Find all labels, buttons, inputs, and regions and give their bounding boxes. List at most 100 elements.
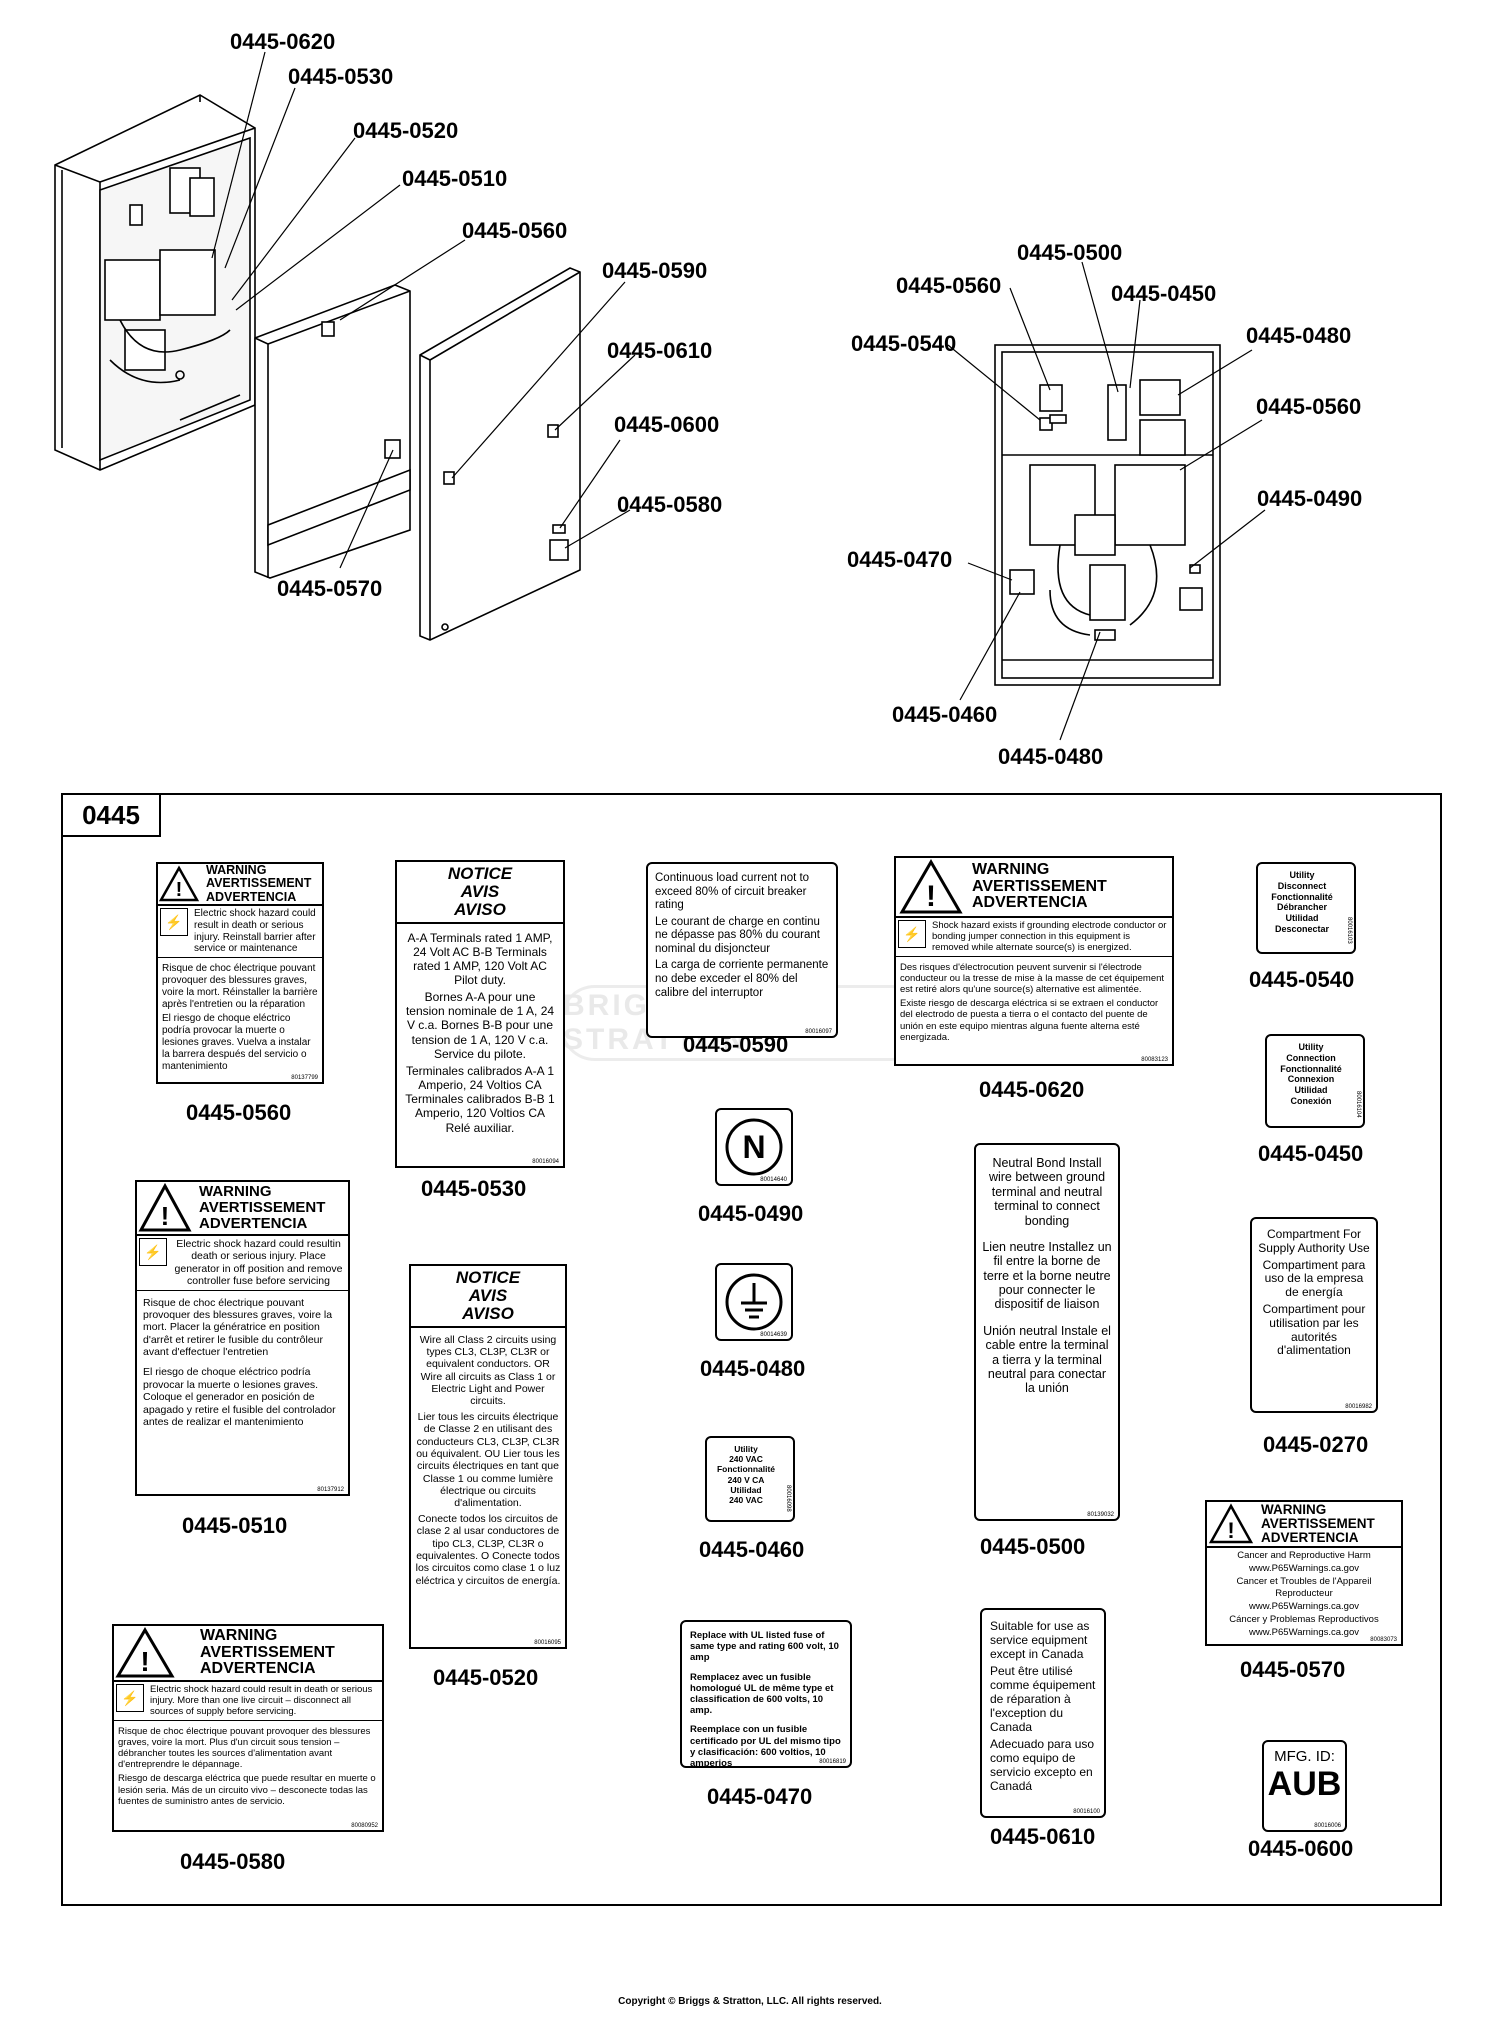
decal-line: Débrancher <box>1276 902 1328 913</box>
warning-text-fr: Risque de choc électrique pouvant provoq… <box>118 1725 371 1771</box>
notice-heading-es: AVISO <box>462 1303 514 1323</box>
svg-text:!: ! <box>176 879 183 901</box>
warning-text-en: Electric shock hazard could resultin dea… <box>174 1238 343 1288</box>
decal-line: Fonctionnalité <box>1280 1063 1342 1074</box>
decal-code: 80016095 <box>534 1640 561 1646</box>
callout-label: 0445-0520 <box>353 118 459 143</box>
decal-line: www.P65Warnings.ca.gov <box>1248 1562 1359 1574</box>
part-number-label: 0445-0600 <box>1248 1836 1354 1861</box>
decal-0600: MFG. ID: AUB 80016006 <box>1262 1740 1347 1832</box>
warning-heading-es: ADVERTENCIA <box>1261 1530 1359 1546</box>
decal-line: Connection <box>1286 1052 1336 1063</box>
callout-label: 0445-0470 <box>847 547 953 572</box>
part-number-label: 0445-0610 <box>990 1824 1096 1849</box>
enclosure-left-illustration <box>54 94 256 471</box>
decal-code: 80016103 <box>1346 917 1352 944</box>
decal-0470: Replace with UL listed fuse of same type… <box>680 1620 852 1768</box>
warning-text-fr: Des risques d'électrocution peuvent surv… <box>900 961 1165 996</box>
warning-triangle-icon: ! <box>1208 1503 1254 1544</box>
callout-label: 0445-0610 <box>607 338 713 363</box>
decal-code: 80080952 <box>351 1823 378 1829</box>
callout-label: 0445-0460 <box>892 702 998 727</box>
warning-triangle-icon: ! <box>115 1627 175 1678</box>
callout-label: 0445-0590 <box>602 258 708 283</box>
exploded-view-diagram <box>54 51 1266 741</box>
svg-text:!: ! <box>926 880 936 913</box>
warning-heading-en: WARNING <box>200 1626 278 1644</box>
decal-text-en: Replace with UL listed fuse of same type… <box>690 1630 839 1664</box>
notice-heading-en: NOTICE <box>455 1268 521 1287</box>
decal-0270: Compartment For Supply Authority Use Com… <box>1250 1217 1378 1413</box>
warning-text-fr: Risque de choc électrique pouvant provoq… <box>162 963 318 1010</box>
neutral-symbol: N <box>742 1128 766 1165</box>
decal-line: Utilidad <box>1294 1085 1328 1096</box>
warning-heading-es: ADVERTENCIA <box>200 1660 316 1678</box>
decal-code: 80016104 <box>1355 1091 1361 1118</box>
decal-0450: Utility Connection Fonctionnalité Connex… <box>1265 1034 1365 1128</box>
decal-line: Cancer et Troubles de l'Appareil Reprodu… <box>1236 1575 1372 1600</box>
decal-line: Disconnect <box>1277 880 1327 891</box>
notice-heading-es: AVISO <box>454 899 506 919</box>
warning-heading-fr: AVERTISSEMENT <box>1261 1515 1375 1531</box>
notice-heading-fr: AVIS <box>460 881 500 901</box>
leader-lines-left <box>211 51 636 569</box>
callout-label: 0445-0560 <box>896 273 1002 298</box>
notice-heading-fr: AVIS <box>468 1285 508 1305</box>
decal-line: Utilidad <box>1285 913 1319 924</box>
callout-label: 0445-0560 <box>462 218 568 243</box>
decal-text-en: Neutral Bond Install wire between ground… <box>988 1156 1106 1228</box>
decal-0560: ! WARNING AVERTISSEMENT ADVERTENCIA ⚡ El… <box>156 862 324 1084</box>
decal-0620: ! WARNING AVERTISSEMENT ADVERTENCIA ⚡ Sh… <box>894 856 1174 1066</box>
decal-code: 80016097 <box>805 1029 832 1035</box>
kit-title: 0445 <box>82 799 140 830</box>
warning-heading-en: WARNING <box>206 863 267 878</box>
warning-heading-es: ADVERTENCIA <box>972 894 1088 912</box>
part-number-label: 0445-0590 <box>683 1032 789 1057</box>
svg-text:!: ! <box>161 1201 170 1231</box>
decal-line: www.P65Warnings.ca.gov <box>1248 1626 1359 1638</box>
notice-text-es: Conecte todos los circuitos de clase 2 a… <box>415 1512 561 1587</box>
warning-text-es: Existe riesgo de descarga eléctrica si s… <box>900 998 1159 1043</box>
decal-text-fr: Remplacez avec un fusible homologué UL d… <box>690 1671 834 1717</box>
warning-text-es: Riesgo de descarga eléctrica que puede r… <box>118 1773 376 1807</box>
notice-text-fr: Lier tous les circuits électrique de Cla… <box>416 1410 560 1510</box>
decal-code: 80139032 <box>1087 1512 1114 1518</box>
decal-text-es: La carga de corriente permanente no debe… <box>655 959 829 999</box>
part-number-label: 0445-0480 <box>700 1356 806 1381</box>
decal-text-es: Reemplace con un fusible certificado por… <box>690 1724 841 1768</box>
neutral-symbol-icon <box>725 1118 783 1176</box>
part-number-label: 0445-0560 <box>186 1100 292 1125</box>
leader-lines-right <box>947 261 1266 741</box>
callout-label: 0445-0480 <box>1246 323 1352 348</box>
decal-0590: Continuous load current not to exceed 80… <box>646 862 838 1038</box>
warning-text-fr: Risque de choc électrique pouvant provoq… <box>143 1296 333 1359</box>
decal-text-es: Adecuado para uso como equipo de servici… <box>990 1737 1095 1794</box>
ground-symbol-icon <box>725 1273 783 1331</box>
decal-text-en: Continuous load current not to exceed 80… <box>655 872 810 912</box>
decal-line: Cáncer y Problemas Reproductivos <box>1229 1614 1379 1626</box>
callout-label: 0445-0450 <box>1111 281 1217 306</box>
decal-code: 80137799 <box>291 1075 318 1081</box>
warning-text-es: El riesgo de choque eléctrico podría pro… <box>162 1013 311 1072</box>
notice-text-en: Wire all Class 2 circuits using types CL… <box>419 1333 557 1408</box>
svg-text:!: ! <box>1227 1518 1234 1543</box>
part-number-label: 0445-0450 <box>1258 1141 1364 1166</box>
warning-heading-fr: AVERTISSEMENT <box>199 1199 326 1217</box>
decal-line: Utility <box>1298 1042 1324 1052</box>
decal-line: Cancer and Reproductive Harm <box>1237 1550 1371 1561</box>
warning-heading-en: WARNING <box>1261 1501 1327 1517</box>
callout-label: 0445-0580 <box>617 492 723 517</box>
decal-text-fr: Lien neutre Installez un fil entre la bo… <box>982 1239 1112 1312</box>
part-number-label: 0445-0490 <box>698 1201 804 1226</box>
mfg-id-label: MFG. ID: <box>1274 1748 1335 1765</box>
part-number-label: 0445-0570 <box>1240 1657 1346 1682</box>
notice-heading-en: NOTICE <box>447 864 513 883</box>
part-number-label: 0445-0470 <box>707 1784 813 1809</box>
decal-text-en: Suitable for use as service equipment ex… <box>990 1619 1090 1662</box>
decal-line: Connexion <box>1287 1074 1335 1085</box>
kit-frame <box>61 793 1442 1906</box>
decal-0570: ! WARNING AVERTISSEMENT ADVERTENCIA Canc… <box>1205 1500 1403 1646</box>
callout-label: 0445-0620 <box>230 29 336 54</box>
shock-hazard-icon: ⚡ <box>898 920 926 948</box>
decal-line: Utilidad <box>730 1484 762 1495</box>
